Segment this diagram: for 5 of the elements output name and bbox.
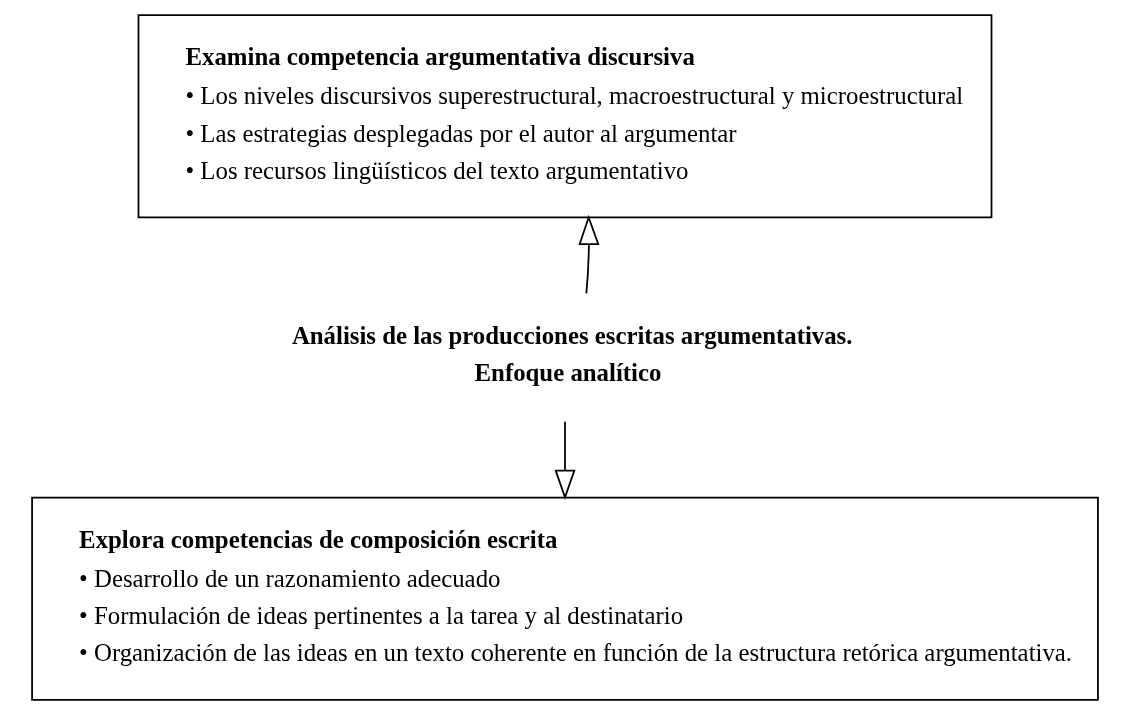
arrow (578, 214, 600, 295)
arrow (554, 420, 576, 500)
node-text: Análisis de las producciones escritas argumentativas. Enfoque analítico (291, 321, 853, 386)
node-box: Examina competencia argumentativa discursiva • Los niveles discursivos superestructural, macroestructural y microestructural • Las estrategias desplegadas por el autor al argumentar • Los recursos lingüísticos del texto argumentativo (137, 14, 993, 219)
node-box: Explora competencias de composición escrita • Desarrollo de un razonamiento adecuado • Formulación de ideas pertinentes a la tarea y al destinatario • Organización de las ideas en un texto coherente en función de la estructura retórica argumentativa. (31, 496, 1099, 701)
